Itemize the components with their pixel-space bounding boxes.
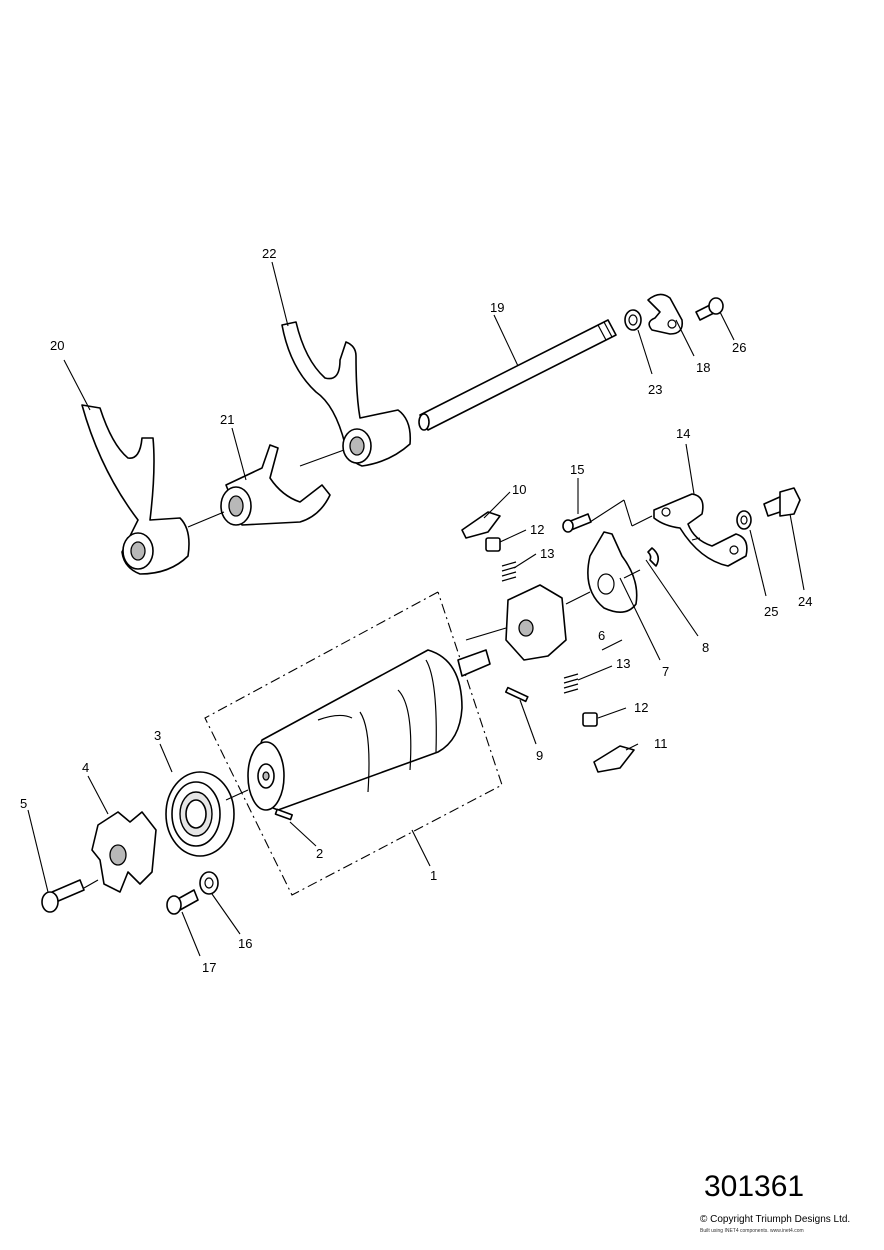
assembly-axis-lines	[83, 449, 701, 889]
bracket-14	[653, 493, 748, 567]
pin-2	[274, 808, 294, 821]
callout-7: 7	[662, 664, 669, 679]
washer-23	[624, 309, 642, 331]
callout-2: 2	[316, 846, 323, 861]
detent-arm-11	[593, 745, 635, 773]
callout-18: 18	[696, 360, 710, 375]
detent-arm-10	[461, 511, 501, 539]
callout-20: 20	[50, 338, 64, 353]
selector-cam-6	[505, 584, 567, 661]
selector-fork-20	[81, 404, 190, 575]
bolt-5	[41, 879, 85, 913]
screw-15	[562, 513, 592, 533]
callout-25: 25	[764, 604, 778, 619]
callout-5: 5	[20, 796, 27, 811]
bolt-24	[763, 487, 801, 517]
callout-23: 23	[648, 382, 662, 397]
pin-9	[504, 686, 529, 703]
roller-12-upper	[485, 537, 501, 552]
callout-9: 9	[536, 748, 543, 763]
selector-drum-1	[247, 649, 491, 811]
plate-7	[587, 531, 638, 613]
callout-22: 22	[262, 246, 276, 261]
selector-fork-21	[220, 444, 331, 526]
callout-24: 24	[798, 594, 812, 609]
callout-11: 11	[654, 736, 668, 751]
callout-19: 19	[490, 300, 504, 315]
roller-12-lower	[582, 712, 598, 727]
assembly-outline-1	[204, 591, 503, 896]
selector-rod-19	[418, 319, 617, 431]
bearing-3	[165, 771, 235, 857]
spring-13-lower	[563, 673, 579, 694]
copyright-notice: © Copyright Triumph Designs Ltd.	[700, 1214, 851, 1225]
callout-13-upper: 13	[540, 546, 554, 561]
callout-10: 10	[512, 482, 526, 497]
callout-8: 8	[702, 640, 709, 655]
selector-fork-22	[281, 321, 412, 467]
washer-16	[199, 871, 219, 895]
callout-6: 6	[598, 628, 605, 643]
callout-4: 4	[82, 760, 89, 775]
spring-13-upper	[501, 561, 517, 582]
washer-25	[736, 510, 752, 530]
circlip-8	[647, 547, 660, 567]
callout-labels: 20 21 22 19 23 18 26 14 15 10 12 13 6 7 …	[20, 246, 812, 975]
callout-13-lower: 13	[616, 656, 630, 671]
callout-12-lower: 12	[634, 700, 648, 715]
diagram-reference-number: 301361	[704, 1170, 805, 1203]
callout-12-upper: 12	[530, 522, 544, 537]
callout-14: 14	[676, 426, 690, 441]
callout-15: 15	[570, 462, 584, 477]
built-with-note: Built using INET4 components. www.inet4.…	[700, 1228, 804, 1234]
retaining-plate-18	[647, 293, 684, 335]
callout-3: 3	[154, 728, 161, 743]
bolt-26	[695, 297, 724, 321]
bolt-17	[166, 889, 199, 915]
detent-wheel-4	[91, 811, 157, 893]
callout-16: 16	[238, 936, 252, 951]
callout-1: 1	[430, 868, 437, 883]
callout-26: 26	[732, 340, 746, 355]
callout-17: 17	[202, 960, 216, 975]
callout-21: 21	[220, 412, 234, 427]
leader-lines	[27, 261, 805, 957]
